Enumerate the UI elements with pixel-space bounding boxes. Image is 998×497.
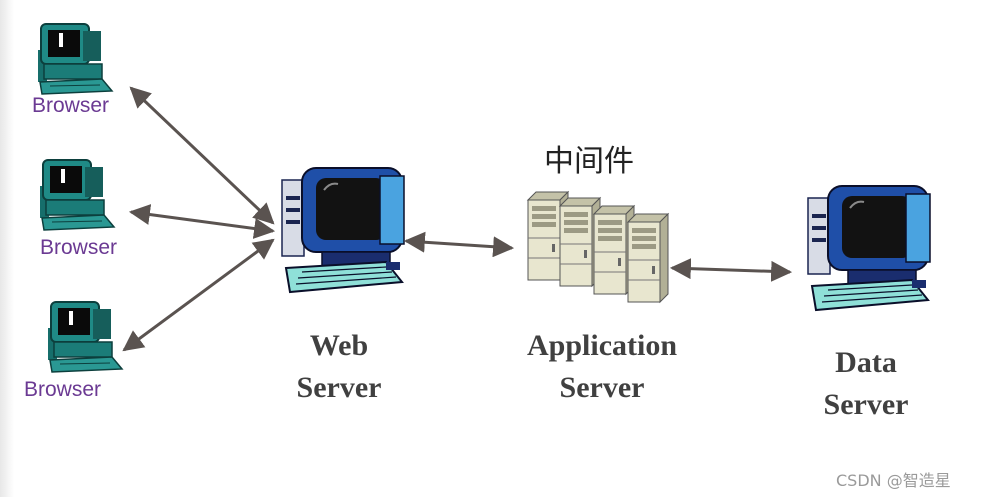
middleware-label: 中间件	[544, 144, 634, 179]
web-server-computer-icon	[281, 167, 405, 293]
web-server-label: Web Server	[264, 325, 414, 409]
web-server-label-line1: Web	[309, 329, 369, 362]
browser-label-3: Browser	[24, 378, 102, 401]
application-server-label-line2: Server	[559, 371, 645, 404]
arrow-webserver-appserver	[403, 231, 515, 258]
watermark: CSDN @智造星	[836, 471, 951, 490]
browser-label-2: Browser	[40, 236, 118, 259]
data-server-label-line2: Server	[823, 388, 909, 421]
data-server-label: Data Server	[796, 342, 936, 426]
application-server-label: Application Server	[502, 325, 702, 409]
left-edge-shade	[0, 0, 14, 497]
browser-computer-icon-3	[47, 301, 123, 373]
arrow-browser3-webserver	[122, 238, 275, 352]
browser-label-1: Browser	[32, 94, 110, 117]
browser-computer-icon-2	[39, 159, 115, 231]
web-server-label-line2: Server	[296, 371, 382, 404]
data-server-computer-icon	[807, 185, 931, 311]
browser-computer-icon-1	[37, 23, 113, 95]
data-server-label-line1: Data	[835, 346, 897, 379]
application-server-label-line1: Application	[526, 329, 678, 362]
arrow-browser2-webserver	[128, 204, 276, 239]
arrow-browser1-webserver	[129, 86, 275, 225]
application-server-cabinet-icon	[527, 191, 669, 303]
arrow-appserver-dataserver	[669, 258, 793, 282]
